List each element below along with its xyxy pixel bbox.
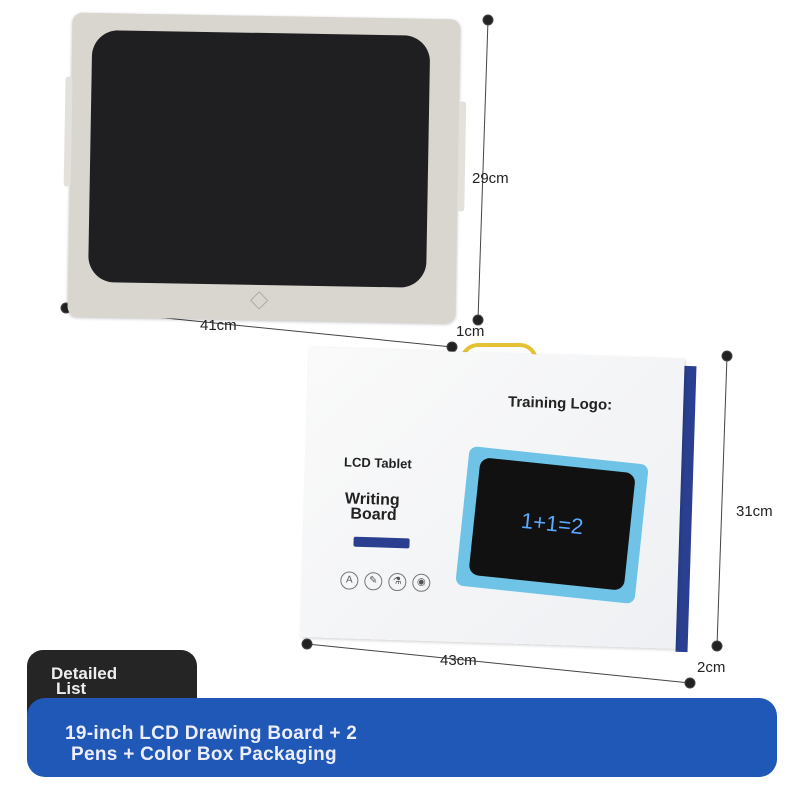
banner-line2: Pens + Color Box Packaging <box>71 744 337 765</box>
box-width-label: 43cm <box>440 652 477 669</box>
board-width-label: 41cm <box>200 317 237 334</box>
box-depth-label: 2cm <box>697 659 726 676</box>
box-tablet-image: 1+1=2 <box>455 445 649 605</box>
erase-button-icon <box>249 291 269 310</box>
package-contents-banner: 19-inch LCD Drawing Board + 2 Pens + Col… <box>27 698 777 777</box>
board-height-label: 29cm <box>472 170 509 187</box>
tab-line2: List <box>56 679 87 698</box>
lcd-drawing-board <box>63 12 467 324</box>
feature-eye-icon: ◉ <box>412 573 431 593</box>
box-tablet-screen: 1+1=2 <box>468 457 636 591</box>
board-screen <box>87 29 431 288</box>
feature-letter-icon: A <box>340 571 359 590</box>
banner-line1: 19-inch LCD Drawing Board + 2 <box>65 723 358 744</box>
box-title-board: Board <box>350 505 397 524</box>
feature-flask-icon: ⚗ <box>388 572 407 592</box>
feature-palette-icon: ✎ <box>364 572 383 591</box>
training-logo-label: Training Logo: <box>507 393 613 414</box>
board-depth-label: 1cm <box>456 323 485 340</box>
tab-line1: Detailed <box>51 664 118 683</box>
pen-left <box>63 76 73 187</box>
box-title-lcd-tablet: LCD Tablet <box>343 454 412 472</box>
box-height-label: 31cm <box>736 503 773 520</box>
box-badge <box>353 536 410 549</box>
